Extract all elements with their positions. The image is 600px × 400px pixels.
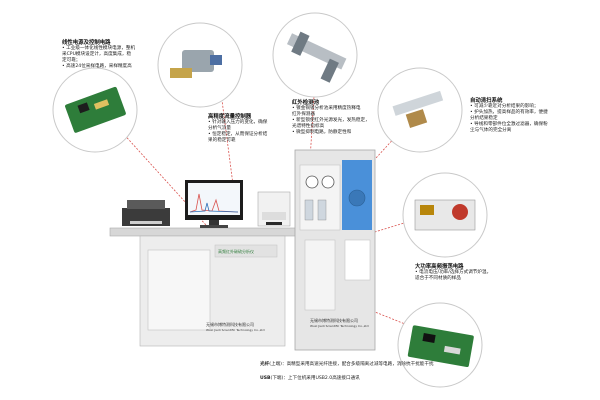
pcb-interface-board-image — [397, 302, 483, 388]
auto-callout-line-4: • 导线和零部件位全激过滤器，确保粉 — [470, 122, 548, 127]
left-company-label: 无锡市博特测科技有限公司 — [206, 322, 254, 327]
flow-callout-line-2: 分析气流量 — [208, 126, 231, 131]
right-company-sub: Wuxi Jiedi Scientific Technology Co.,Ltd — [310, 324, 369, 328]
flow-callout-line-3: • 恒定稳定，从而保证分析结 — [208, 132, 268, 137]
flow-callout-line-1: • 针对输入压力的变化，确保 — [208, 120, 268, 125]
usb-note-text: (下端)：上下位机采用USB2.0高速接口通讯 — [270, 376, 360, 381]
lab-bench — [109, 227, 311, 347]
hf-callout-line-1: • 电流电压/功率/选择方式调节炉温， — [415, 270, 492, 275]
flow-controller-image — [157, 22, 243, 108]
power-callout-line-4: • 高速24位采样电路，采样精度高 — [62, 64, 132, 69]
ir-callout-title: 红外检测池 — [292, 100, 319, 106]
power-callout-title: 线性电源及控制电路 — [62, 40, 111, 46]
power-callout-line-1: • 工业级一体化线性模块电源，整机 — [62, 46, 136, 51]
auto-callout-line-3: 分析结果稳定 — [470, 116, 498, 121]
monitor — [185, 180, 243, 228]
ir-callout-line-5: • 微型抑制电路，防静定性和 — [292, 130, 352, 135]
printer — [122, 200, 170, 226]
left-company-sub: Wuxi Jiedi Scientific Technology Co.,Ltd — [206, 328, 265, 332]
ir-callout-line-2: 红外探测器 — [292, 112, 315, 117]
ir-callout-line-3: • 新型锁使红外光源发光，发热稳定， — [292, 118, 370, 123]
auto-callout-line-2: • 护头加热，提高样品的有效率，便捷 — [470, 110, 548, 115]
usb-note-label: USB — [260, 376, 271, 381]
balance-scale — [257, 191, 291, 227]
pcb-power-board-image — [52, 67, 138, 153]
right-company-label: 无锡市博特测科技有限公司 — [310, 318, 358, 323]
fiber-note-label: 光纤 — [260, 362, 270, 367]
auto-clean-image — [377, 67, 463, 153]
ir-callout-line-4: 光谱特性指标高 — [292, 124, 325, 129]
cabinet-tag: 高频红外碳硫分析仪 — [218, 249, 254, 254]
fiber-note: 光纤(上端)：高精型采用高速光纤连接，配合多级隔离过减等电路，消除抗干扰能干扰 — [260, 362, 434, 368]
auto-callout-line-5: 尘与气体的完全分离 — [470, 128, 512, 133]
flow-callout-title: 高精度流量控制器 — [208, 114, 252, 120]
hf-oscillator-image — [402, 172, 488, 258]
hf-callout-title: 大功率高频振荡电路 — [415, 264, 464, 270]
ir-callout-line-1: • 镀金铜镀分析池采用精度热释电 — [292, 106, 361, 111]
auto-callout-line-1: • 可减少靠近对分析结果的影响； — [470, 104, 539, 109]
analyzer-cabinet — [294, 149, 376, 351]
usb-note: USB(下端)：上下位机采用USB2.0高速接口通讯 — [260, 376, 360, 382]
ir-cell-image — [272, 12, 358, 98]
power-callout-line-2: 采CPU模块设定计，高度集成，稳 — [62, 52, 132, 57]
power-callout-line-3: 定可靠； — [62, 58, 81, 63]
fiber-note-text: (上端)：高精型采用高速光纤连接，配合多级隔离过减等电路，消除抗干扰能干扰 — [269, 362, 434, 367]
auto-callout-title: 自动清扫系统 — [470, 98, 503, 104]
flow-callout-line-4: 果的稳定可靠 — [208, 138, 236, 143]
hf-callout-line-2: 适合于不同材质的样品 — [415, 276, 461, 281]
